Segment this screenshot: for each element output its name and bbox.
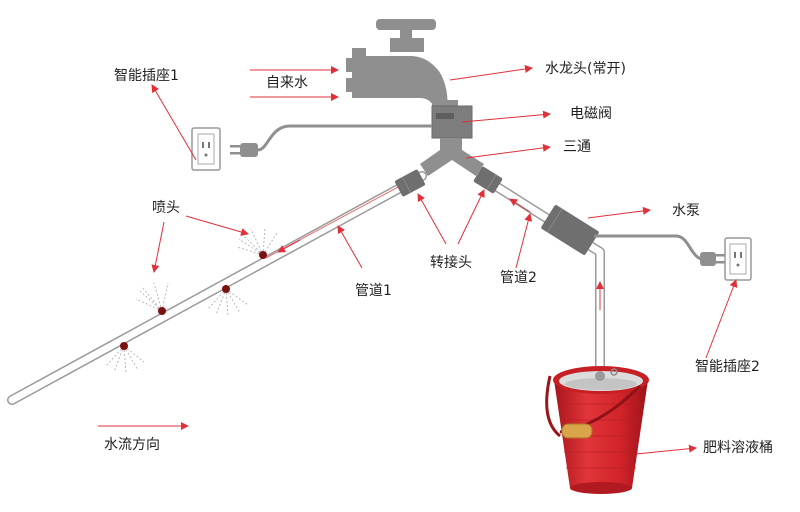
power-plug-2 <box>594 234 726 266</box>
label-water-pump: 水泵 <box>672 203 700 219</box>
label-flow-direction: 水流方向 <box>104 437 160 453</box>
nozzle-3 <box>207 285 249 318</box>
smart-socket-2 <box>724 237 752 281</box>
smart-socket-1 <box>191 127 221 171</box>
fertilizer-bucket <box>545 366 649 494</box>
label-fertilizer-bucket: 肥料溶液桶 <box>703 440 773 456</box>
nozzle-1 <box>236 226 278 259</box>
nozzle-4 <box>105 342 145 375</box>
label-pipe-1: 管道1 <box>355 283 392 299</box>
label-adapter: 转接头 <box>430 255 472 271</box>
label-smart-socket-2: 智能插座2 <box>695 359 760 375</box>
label-solenoid-valve: 电磁阀 <box>570 106 612 122</box>
nozzle-2 <box>135 282 169 315</box>
water-pump <box>541 205 599 255</box>
flow-arrows <box>277 198 604 310</box>
power-plug-1 <box>230 124 432 157</box>
adapter-left <box>395 169 425 197</box>
label-nozzle: 喷头 <box>152 200 180 216</box>
label-tap-water: 自来水 <box>266 75 308 91</box>
adapter-right <box>473 166 503 194</box>
label-tee: 三通 <box>563 139 591 155</box>
label-faucet: 水龙头(常开) <box>545 61 626 77</box>
pipe-2 <box>477 171 605 374</box>
faucet <box>346 19 484 176</box>
label-pipe-2: 管道2 <box>500 270 537 286</box>
label-smart-socket-1: 智能插座1 <box>114 68 179 84</box>
callout-arrows <box>98 65 738 455</box>
